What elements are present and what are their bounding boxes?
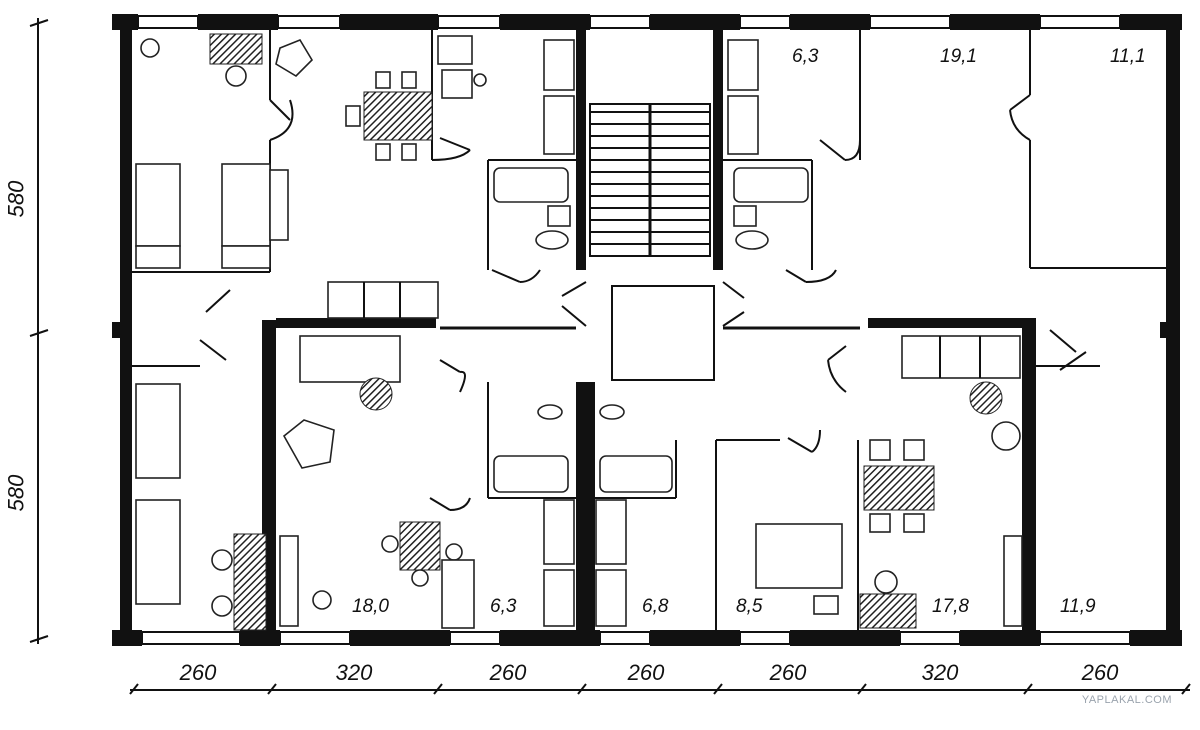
area-label-top-kitchen: 6,3 — [792, 46, 819, 67]
area-label-bottom-kitchen-left: 6,3 — [490, 596, 517, 617]
dimension-tick — [713, 683, 723, 695]
dimension-tick — [433, 683, 443, 695]
doors — [199, 94, 1087, 511]
watermark: YAPLAKAL.COM — [1081, 694, 1172, 706]
vertical-dimension-label-top: 580 — [3, 180, 29, 218]
dimension-label-7: 260 — [1081, 660, 1119, 685]
furniture — [135, 33, 1023, 631]
interior-walls — [132, 30, 1166, 632]
vertical-dimension-label-bottom: 580 — [3, 474, 29, 512]
dimension-label-4: 260 — [627, 660, 665, 685]
area-label-bottom-living-left: 18,0 — [352, 596, 389, 617]
area-label-bottom-kitchen-right: 6,8 — [642, 596, 669, 617]
area-label-top-living: 19,1 — [940, 46, 977, 67]
staircase — [589, 103, 715, 381]
dimension-tick — [267, 683, 277, 695]
area-label-top-bedroom: 11,1 — [1110, 46, 1146, 67]
dimension-label-6: 320 — [921, 660, 959, 685]
dimension-tick — [577, 683, 587, 695]
dimension-tick — [857, 683, 867, 695]
dimension-label-1: 260 — [179, 660, 217, 685]
dimension-label-5: 260 — [769, 660, 807, 685]
dimension-lines — [29, 18, 1191, 695]
dimension-tick — [1023, 683, 1033, 695]
outer-walls — [112, 14, 1182, 646]
area-label-bottom-room-right: 11,9 — [1060, 596, 1096, 617]
dimension-tick — [129, 683, 139, 695]
area-label-bottom-living-right: 17,8 — [932, 596, 969, 617]
dimension-label-2: 320 — [335, 660, 373, 685]
dimension-label-3: 260 — [489, 660, 527, 685]
dimension-tick — [1181, 683, 1191, 695]
area-label-bottom-bedroom: 8,5 — [736, 596, 763, 617]
